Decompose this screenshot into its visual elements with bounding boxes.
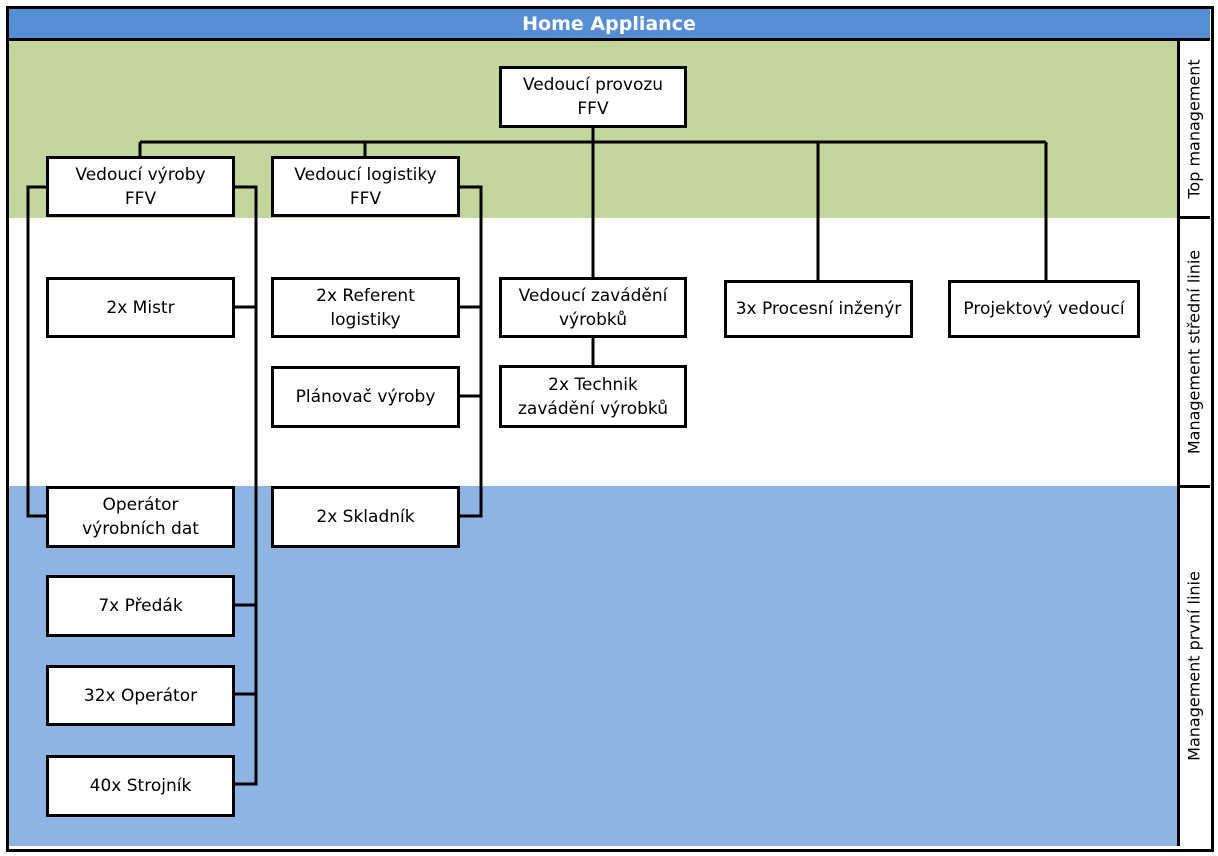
node-projektovy-vedouci: Projektový vedoucí (948, 280, 1140, 338)
level-divider-1 (1178, 216, 1210, 219)
node-vedouci-logistiky: Vedoucí logistiky FFV (271, 156, 460, 217)
title-divider (8, 38, 1210, 41)
node-predak: 7x Předák (46, 575, 235, 637)
node-mistr: 2x Mistr (46, 277, 235, 338)
node-procesni-inzenyr: 3x Procesní inženýr (724, 280, 913, 338)
node-skladnik: 2x Skladník (271, 486, 460, 548)
level-divider-2 (1178, 485, 1210, 488)
node-strojnik: 40x Strojník (46, 755, 235, 817)
node-planovac-vyroby: Plánovač výroby (271, 366, 460, 428)
node-operator-dat: Operátor výrobních dat (46, 486, 235, 548)
level-label-middle: Management střední linie (1180, 218, 1208, 486)
node-operator: 32x Operátor (46, 665, 235, 726)
level-label-top: Top management (1180, 40, 1208, 218)
link-vyroby-operator-dat (26, 185, 47, 518)
node-vedouci-provozu: Vedoucí provozu FFV (499, 66, 687, 128)
node-technik-zavadeni: 2x Technik zavádění výrobků (499, 365, 687, 428)
level-label-first: Management první linie (1180, 486, 1208, 846)
link-logistiky-right (459, 185, 483, 518)
side-divider (1177, 40, 1180, 846)
node-vedouci-zavadeni: Vedoucí zavádění výrobků (499, 277, 687, 338)
node-vedouci-vyroby: Vedoucí výroby FFV (46, 156, 235, 217)
link-vyroby-right (234, 185, 258, 786)
chart-title: Home Appliance (8, 8, 1210, 40)
node-referent-logistiky: 2x Referent logistiky (271, 277, 460, 338)
